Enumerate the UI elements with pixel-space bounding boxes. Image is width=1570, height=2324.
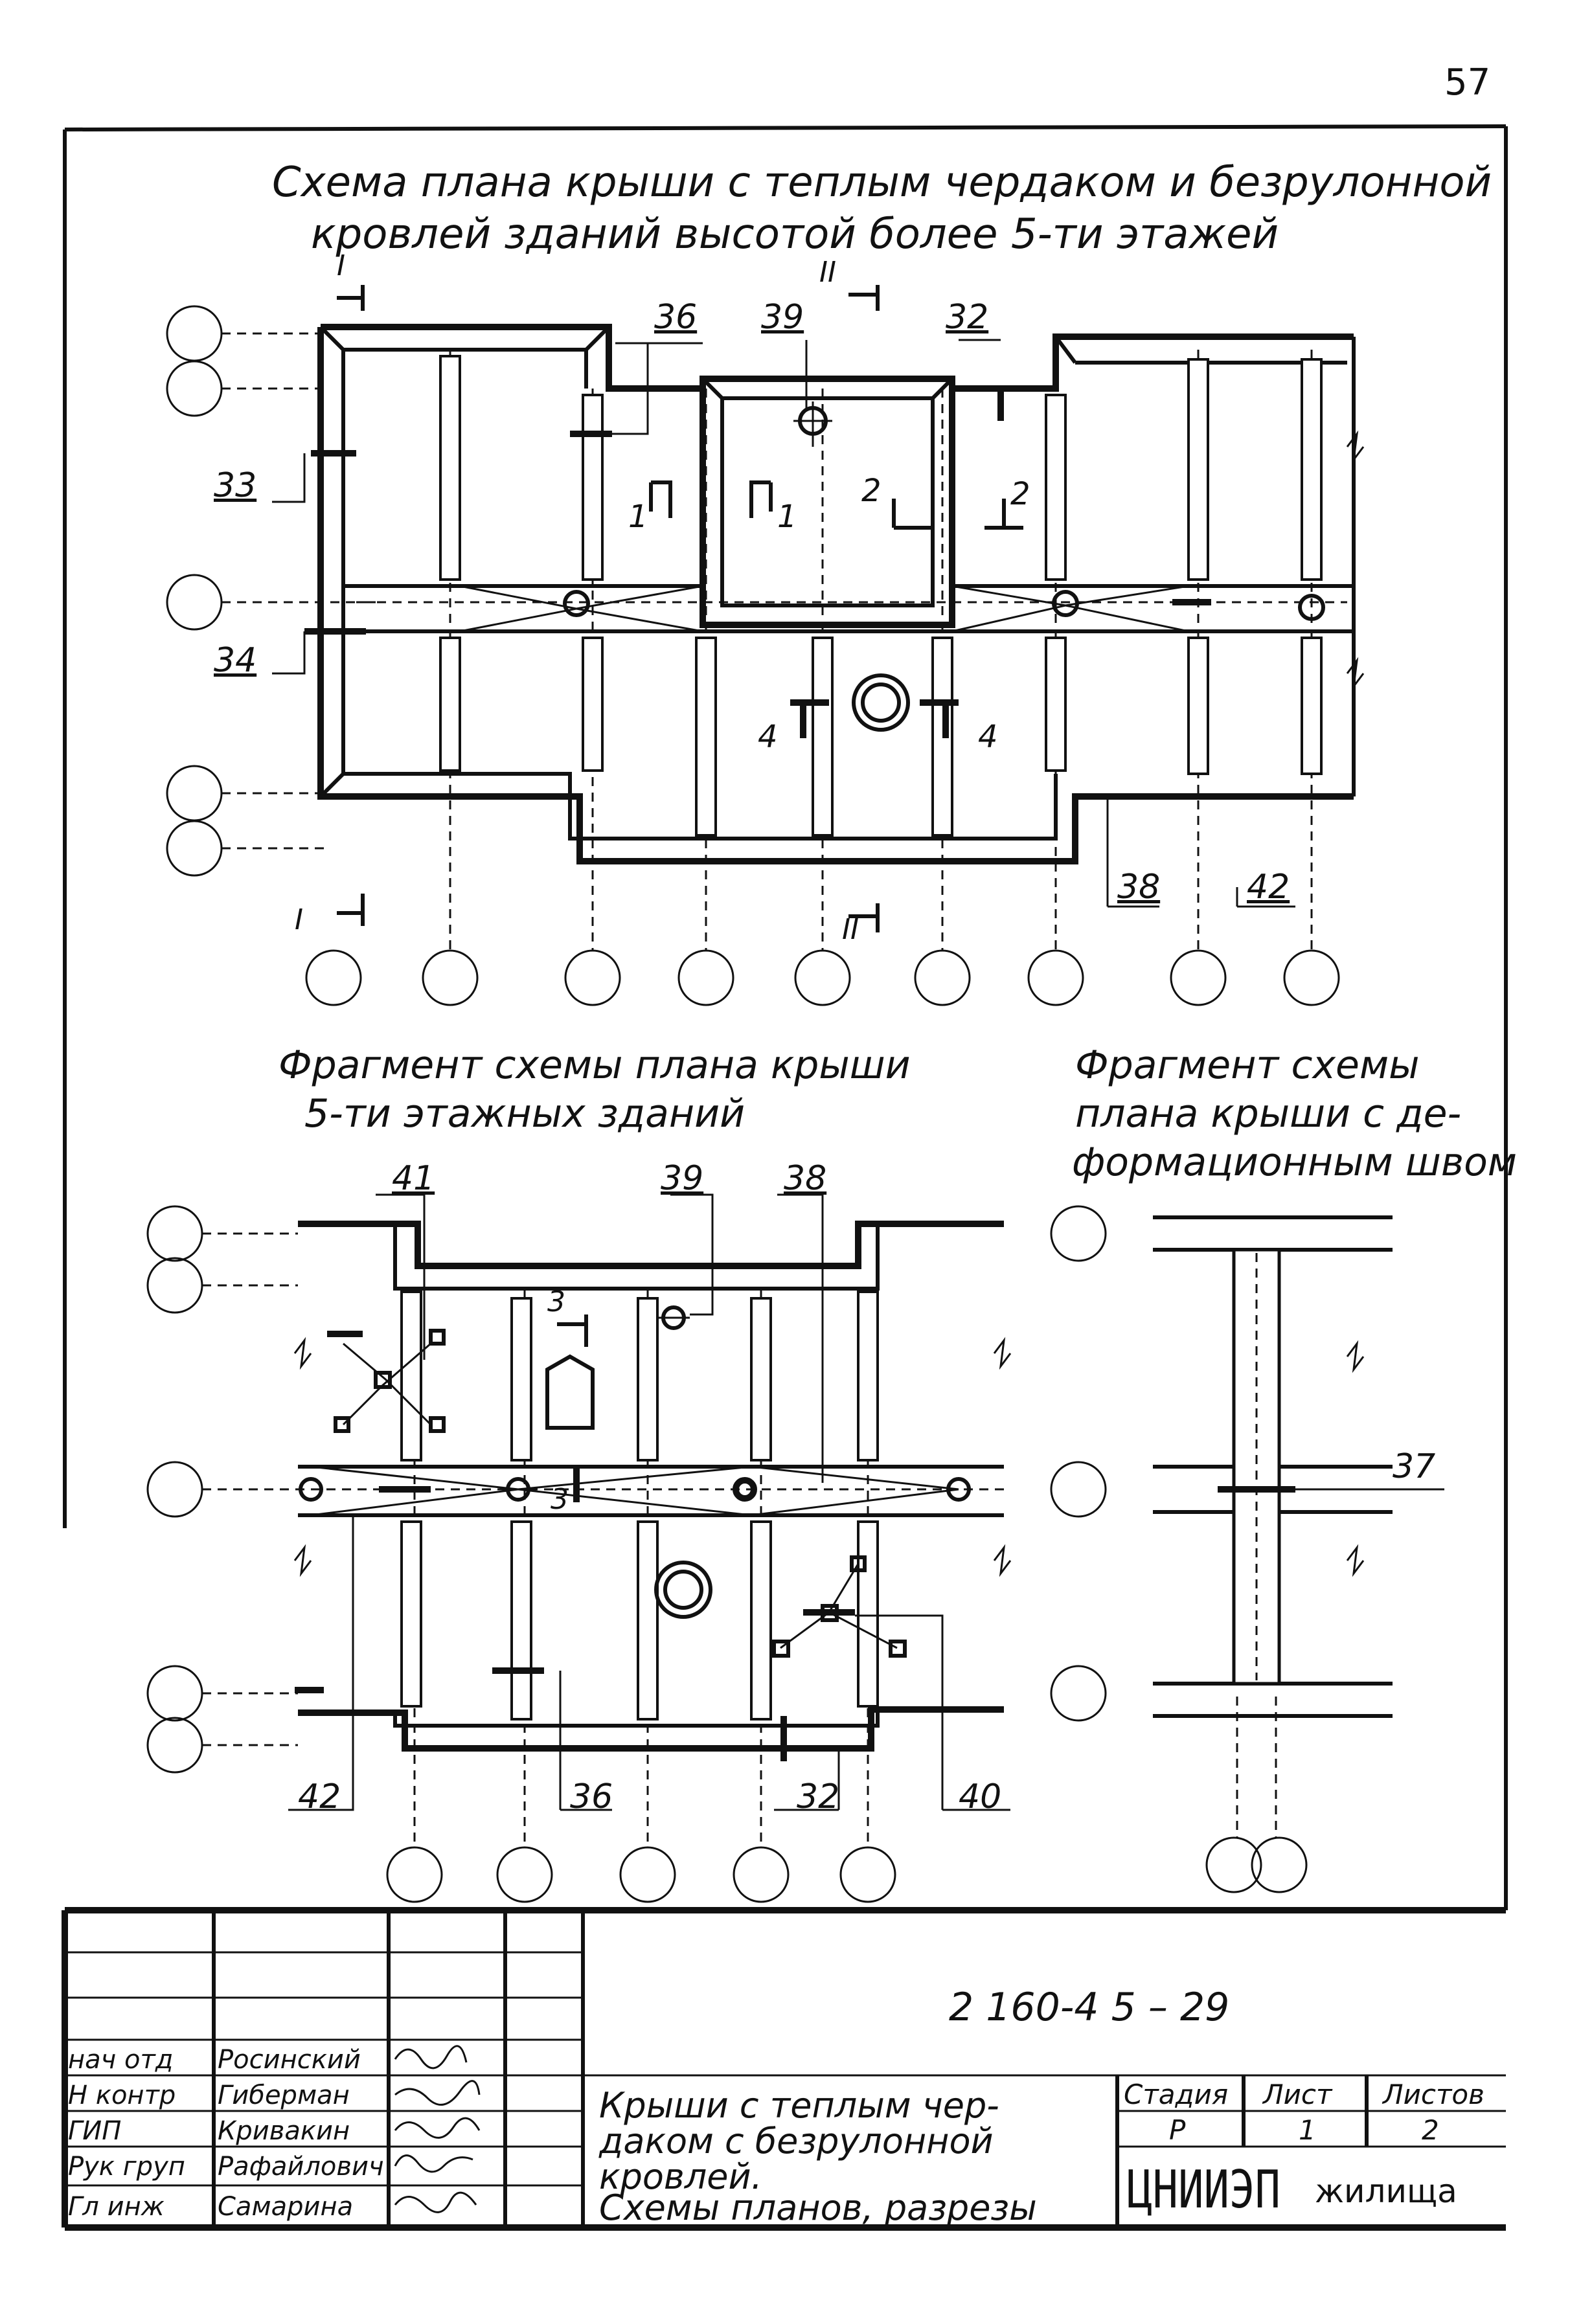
callout-38-bottom: 38 <box>784 1159 827 1198</box>
main-title-line1: Схема плана крыши с теплым чердаком и бе… <box>272 159 1492 207</box>
title-block-grid <box>62 1907 1506 2231</box>
section-1-right: 1 <box>777 499 797 535</box>
desc-line1: Крыши с теплым чер- <box>599 2085 999 2126</box>
section-4-left: 4 <box>758 719 778 755</box>
section-1-left: 1 <box>628 499 648 535</box>
callout-32-bottom: 32 <box>797 1777 840 1816</box>
callout-34: 34 <box>214 641 257 680</box>
section-3-bottom: 3 <box>551 1483 569 1516</box>
cut-mark-II-bottom: II <box>842 913 859 946</box>
organization-name: ЦНИИЭП <box>1127 2160 1280 2220</box>
sheet-frame <box>63 124 1508 1910</box>
main-title-line2: кровлей зданий высотой более 5-ти этажей <box>311 210 1279 258</box>
section-4-right: 4 <box>978 719 998 755</box>
fragment2-title-line3: формационным швом <box>1072 1140 1518 1185</box>
role-5: Гл инж <box>68 2192 165 2222</box>
fragment1-title-line2: 5-ти этажных зданий <box>304 1091 745 1136</box>
cut-mark-I-top: I <box>337 249 345 282</box>
callout-39-bottom: 39 <box>661 1159 704 1198</box>
name-4: Рафайлович <box>218 2152 384 2182</box>
section-2-right: 2 <box>1010 476 1030 512</box>
desc-line3: кровлей. <box>599 2156 762 2197</box>
name-5: Самарина <box>218 2192 354 2222</box>
callout-42-bottom: 42 <box>298 1777 341 1816</box>
callout-39-top: 39 <box>761 298 804 337</box>
sheets-value: 2 <box>1422 2114 1439 2146</box>
fragment2-title-line2: плана крыши с де- <box>1075 1091 1462 1136</box>
fragment2-title-line1: Фрагмент схемы <box>1075 1043 1420 1088</box>
role-4: Рук груп <box>68 2152 185 2182</box>
stage-value: Р <box>1169 2114 1186 2146</box>
callout-33: 33 <box>214 466 257 505</box>
fragment-plan-expansion-joint <box>1050 1205 1444 1893</box>
desc-line2: даком с безрулонной <box>599 2121 994 2161</box>
organization-suffix: жилища <box>1315 2172 1457 2210</box>
sheet-value: 1 <box>1299 2114 1316 2146</box>
callout-37: 37 <box>1393 1447 1436 1486</box>
page-number: 57 <box>1444 62 1491 104</box>
callout-42-top: 42 <box>1247 868 1290 907</box>
callout-41: 41 <box>392 1159 435 1198</box>
name-3: Кривакин <box>218 2116 350 2146</box>
top-plan <box>166 285 1365 1006</box>
role-1: нач отд <box>68 2045 174 2075</box>
role-2: Н контр <box>68 2081 176 2110</box>
sheet-label: Лист <box>1263 2079 1332 2110</box>
name-1: Росинский <box>218 2045 361 2075</box>
fragment-plan-5-storey <box>146 1193 1012 1903</box>
callout-36-bottom: 36 <box>570 1777 613 1816</box>
desc-line4: Схемы планов, разрезы <box>599 2187 1037 2228</box>
role-3: ГИП <box>68 2116 122 2146</box>
section-3-top: 3 <box>547 1285 565 1318</box>
sheets-label: Листов <box>1383 2079 1485 2110</box>
cut-mark-II-top: II <box>819 256 836 289</box>
callout-38-top: 38 <box>1117 868 1161 907</box>
callout-36-top: 36 <box>654 298 698 337</box>
fragment1-title-line1: Фрагмент схемы плана крыши <box>279 1043 911 1088</box>
sheet-code: 2 160-4 5 – 29 <box>949 1985 1230 2030</box>
name-2: Гиберман <box>218 2081 350 2110</box>
callout-40: 40 <box>959 1777 1002 1816</box>
callout-32-top: 32 <box>946 298 989 337</box>
stage-label: Стадия <box>1124 2079 1229 2110</box>
section-2-left: 2 <box>861 473 882 509</box>
cut-mark-I-bottom: I <box>295 903 303 936</box>
